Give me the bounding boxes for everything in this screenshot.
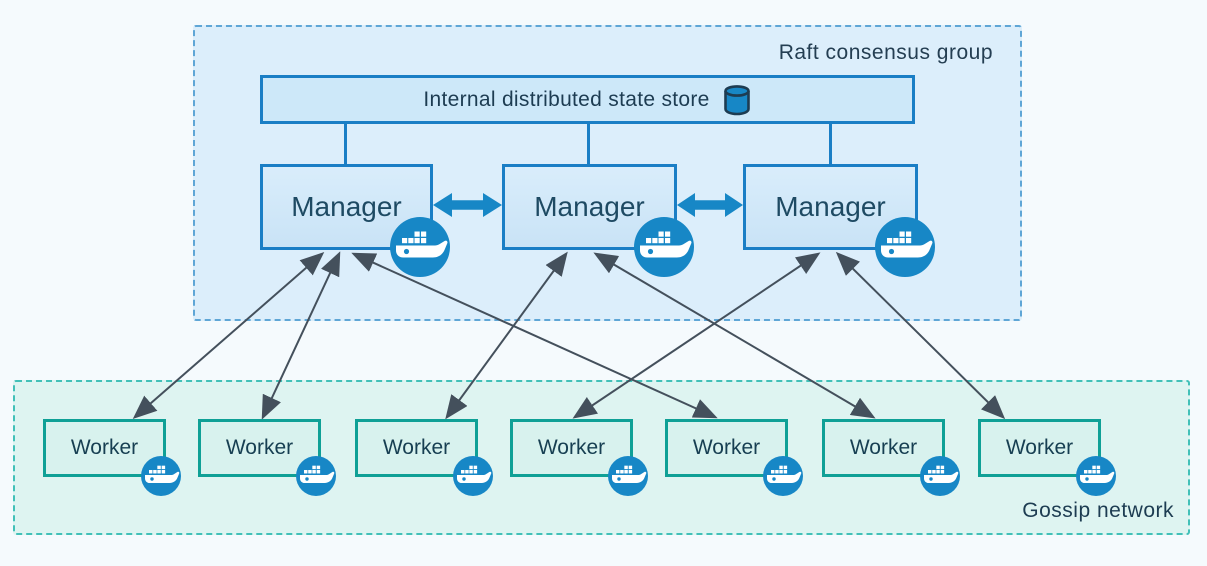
database-icon: [723, 84, 750, 115]
docker-whale-icon: [634, 217, 694, 277]
manager-node-2: Manager: [502, 164, 694, 277]
docker-whale-icon: [296, 456, 336, 496]
manager-peer-arrow: [433, 193, 502, 217]
worker-node-1: Worker: [43, 419, 181, 496]
worker-label: Worker: [70, 436, 139, 459]
docker-whale-icon: [608, 456, 648, 496]
docker-whale-icon: [875, 217, 935, 277]
worker-node-5: Worker: [665, 419, 803, 496]
store-manager-connector: [344, 124, 347, 164]
docker-whale-icon: [763, 456, 803, 496]
manager-node-3: Manager: [743, 164, 935, 277]
docker-whale-icon: [1076, 456, 1116, 496]
worker-node-4: Worker: [510, 419, 648, 496]
gossip-network-label: Gossip network: [1022, 499, 1174, 522]
worker-label: Worker: [1005, 436, 1074, 459]
worker-label: Worker: [537, 436, 606, 459]
docker-whale-icon: [141, 456, 181, 496]
manager-label: Manager: [775, 191, 886, 222]
manager-label: Manager: [291, 191, 402, 222]
docker-whale-icon: [390, 217, 450, 277]
state-store-label: Internal distributed state store: [423, 87, 710, 111]
docker-whale-icon: [453, 456, 493, 496]
raft-group-label: Raft consensus group: [778, 41, 993, 64]
worker-node-6: Worker: [822, 419, 960, 496]
worker-node-7: Worker: [978, 419, 1116, 496]
worker-node-3: Worker: [355, 419, 493, 496]
manager-peer-arrow: [677, 193, 743, 217]
store-manager-connector: [829, 124, 832, 164]
worker-label: Worker: [382, 436, 451, 459]
worker-label: Worker: [692, 436, 761, 459]
worker-label: Worker: [225, 436, 294, 459]
manager-label: Manager: [534, 191, 645, 222]
manager-node-1: Manager: [260, 164, 450, 277]
docker-whale-icon: [920, 456, 960, 496]
worker-node-2: Worker: [198, 419, 336, 496]
store-manager-connector: [587, 124, 590, 164]
state-store-box: Internal distributed state store: [260, 75, 915, 124]
worker-label: Worker: [849, 436, 918, 459]
